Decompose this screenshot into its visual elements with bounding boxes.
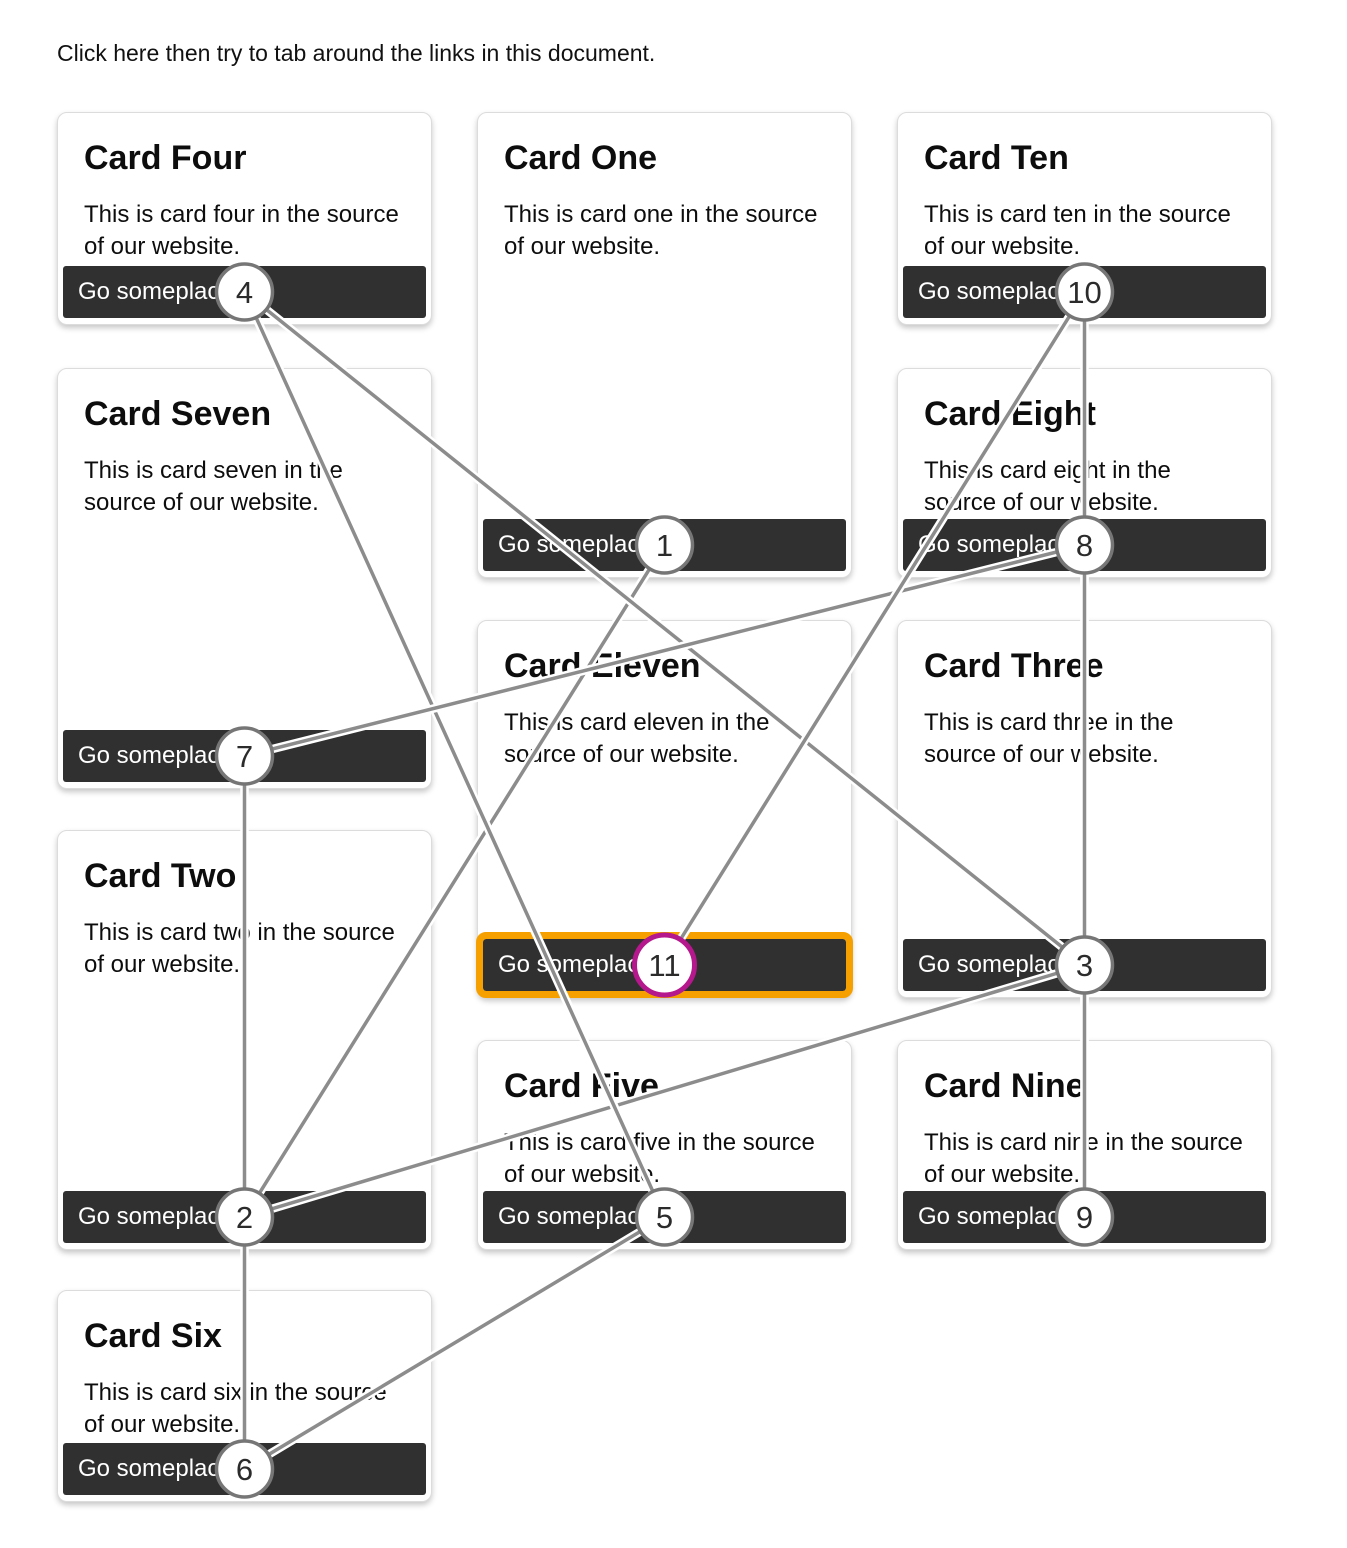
- card-four: Card Four This is card four in the sourc…: [57, 112, 432, 325]
- go-someplace-link-focused[interactable]: Go someplace: [476, 932, 853, 998]
- card-description: This is card seven in the source of our …: [84, 457, 343, 516]
- card-title: Card Five: [504, 1067, 659, 1105]
- card-description: This is card five in the source of our w…: [504, 1129, 815, 1188]
- card-description: This is card four in the source of our w…: [84, 201, 399, 260]
- card-eight: Card Eight This is card eight in the sou…: [897, 368, 1272, 578]
- card-eleven: Card Eleven This is card eleven in the s…: [476, 620, 853, 998]
- go-someplace-link[interactable]: Go someplace: [483, 1191, 846, 1243]
- card-title: Card Ten: [924, 139, 1069, 177]
- card-title: Card Three: [924, 647, 1104, 685]
- go-someplace-link[interactable]: Go someplace: [903, 519, 1266, 571]
- go-someplace-link[interactable]: Go someplace: [63, 266, 426, 318]
- card-title: Card Nine: [924, 1067, 1085, 1105]
- card-description: This is card eight in the source of our …: [924, 457, 1171, 516]
- card-one: Card One This is card one in the source …: [477, 112, 852, 578]
- card-title: Card Eleven: [504, 647, 701, 685]
- card-description: This is card three in the source of our …: [924, 709, 1174, 768]
- card-title: Card Two: [84, 857, 237, 895]
- card-seven: Card Seven This is card seven in the sou…: [57, 368, 432, 789]
- go-someplace-link[interactable]: Go someplace: [903, 266, 1266, 318]
- go-someplace-link[interactable]: Go someplace: [483, 519, 846, 571]
- go-someplace-link[interactable]: Go someplace: [63, 730, 426, 782]
- go-someplace-link[interactable]: Go someplace: [63, 1191, 426, 1243]
- card-title: Card Six: [84, 1317, 222, 1355]
- card-five: Card Five This is card five in the sourc…: [477, 1040, 852, 1250]
- go-someplace-link[interactable]: Go someplace: [903, 1191, 1266, 1243]
- go-someplace-link[interactable]: Go someplace: [63, 1443, 426, 1495]
- card-three: Card Three This is card three in the sou…: [897, 620, 1272, 998]
- intro-text: Click here then try to tab around the li…: [57, 40, 656, 66]
- card-title: Card Seven: [84, 395, 272, 433]
- card-ten: Card Ten This is card ten in the source …: [897, 112, 1272, 325]
- card-description: This is card ten in the source of our we…: [924, 201, 1231, 260]
- card-nine: Card Nine This is card nine in the sourc…: [897, 1040, 1272, 1250]
- card-two: Card Two This is card two in the source …: [57, 830, 432, 1250]
- card-title: Card Eight: [924, 395, 1096, 433]
- card-description: This is card six in the source of our we…: [84, 1379, 387, 1438]
- card-title: Card One: [504, 139, 658, 177]
- card-description: This is card eleven in the source of our…: [504, 709, 770, 768]
- card-six: Card Six This is card six in the source …: [57, 1290, 432, 1502]
- card-title: Card Four: [84, 139, 247, 177]
- go-someplace-link[interactable]: Go someplace: [903, 939, 1266, 991]
- card-description: This is card one in the source of our we…: [504, 201, 818, 260]
- card-description: This is card two in the source of our we…: [84, 919, 395, 978]
- card-description: This is card nine in the source of our w…: [924, 1129, 1243, 1188]
